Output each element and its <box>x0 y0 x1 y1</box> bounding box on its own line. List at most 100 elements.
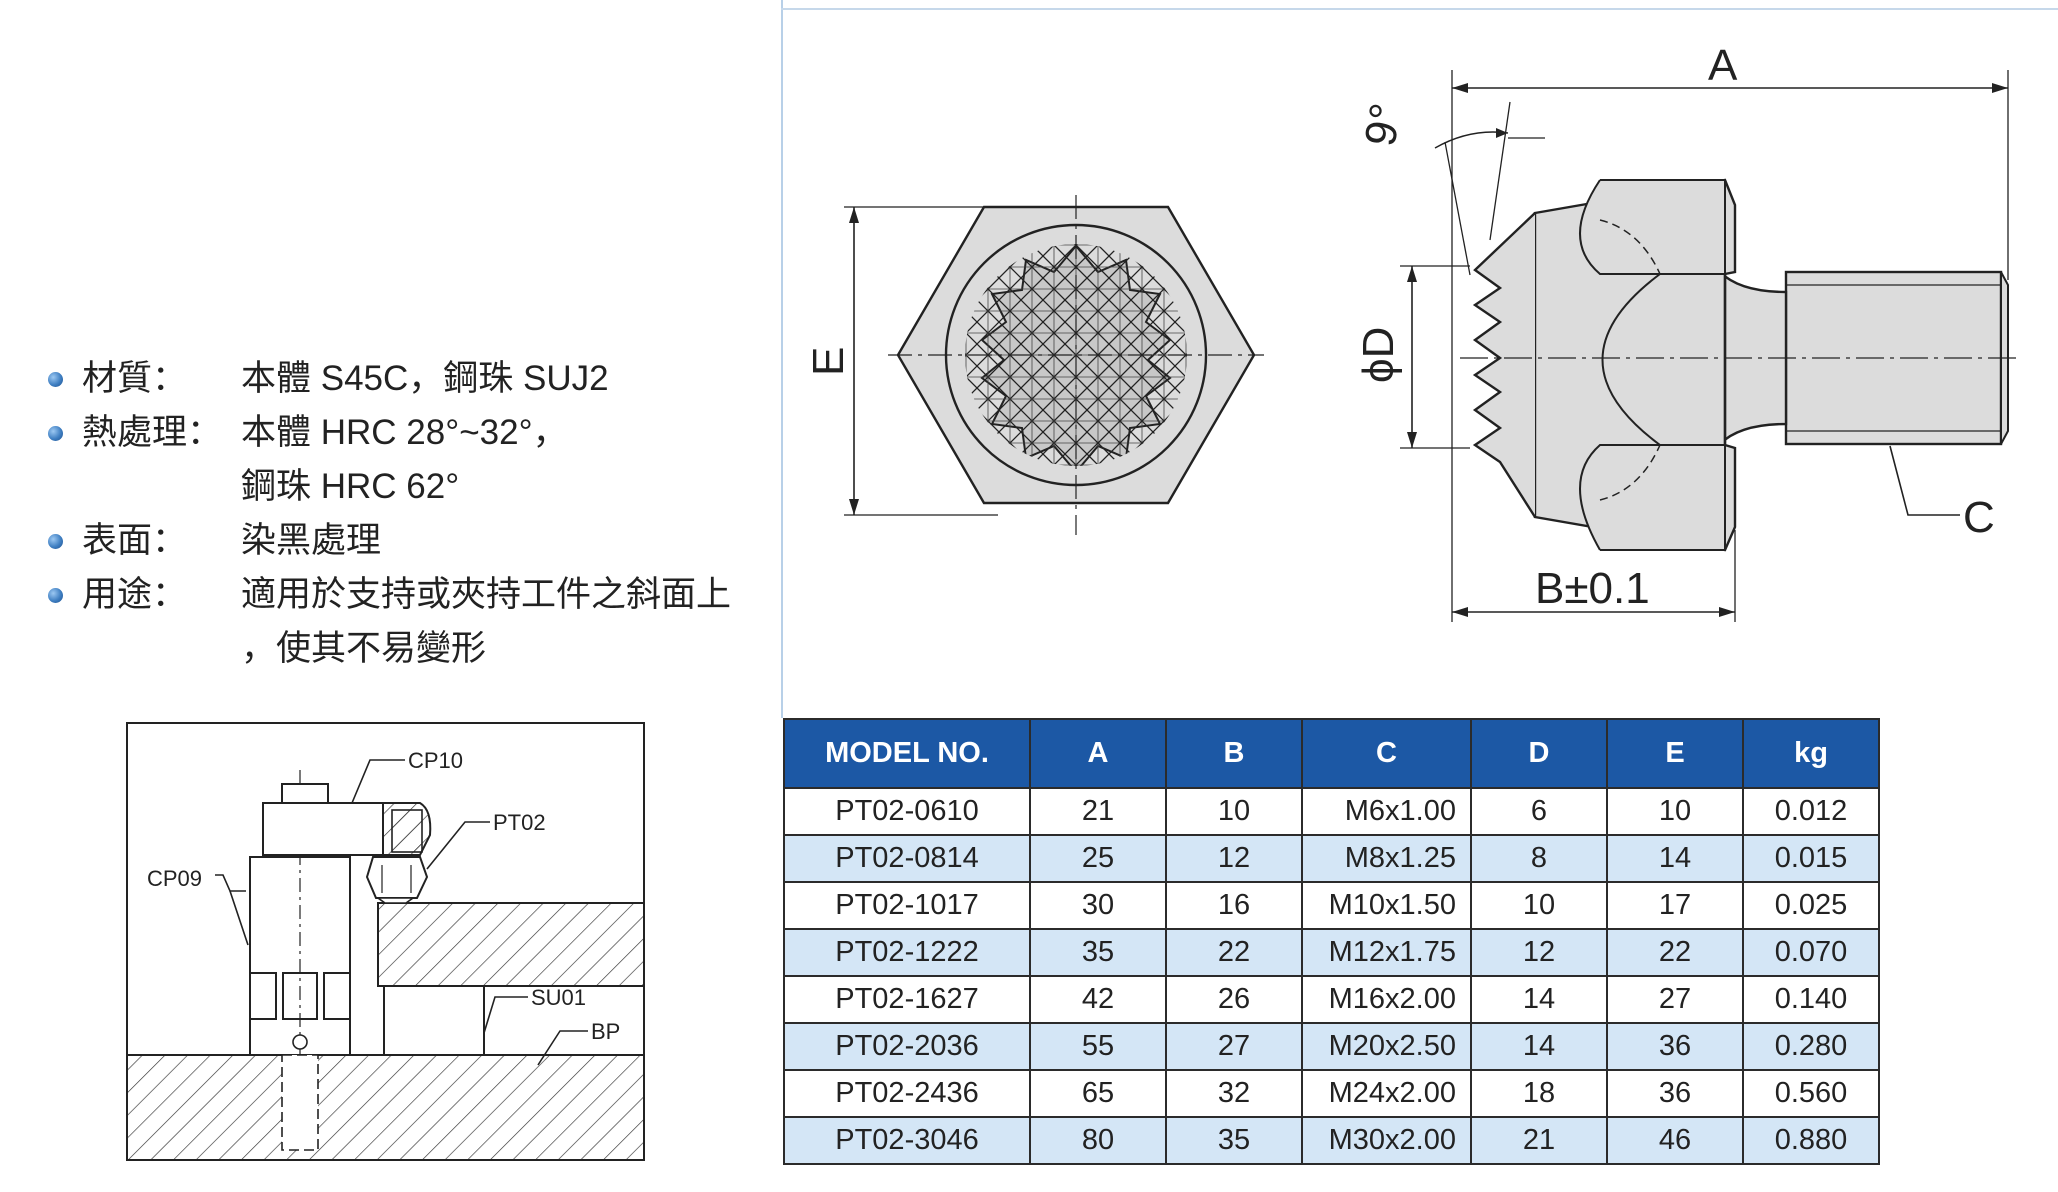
cell-c: M16x2.00 <box>1301 975 1472 1024</box>
spec-usage-cont: ，使其不易變形 <box>48 622 768 676</box>
bullet-icon <box>48 588 63 603</box>
cell-a: 30 <box>1029 881 1167 930</box>
cell-d: 8 <box>1470 834 1608 883</box>
cell-kg: 0.025 <box>1742 881 1880 930</box>
cell-model: PT02-1627 <box>783 975 1031 1024</box>
spec-surface: 表面： 染黑處理 <box>48 514 768 568</box>
cell-model: PT02-1222 <box>783 928 1031 977</box>
cell-c: M8x1.25 <box>1301 834 1472 883</box>
cell-c: M24x2.00 <box>1301 1069 1472 1118</box>
cell-d: 21 <box>1470 1116 1608 1165</box>
cell-a: 42 <box>1029 975 1167 1024</box>
cell-e: 27 <box>1606 975 1744 1024</box>
cell-b: 12 <box>1165 834 1303 883</box>
cell-a: 25 <box>1029 834 1167 883</box>
cell-c: M20x2.50 <box>1301 1022 1472 1071</box>
cell-b: 32 <box>1165 1069 1303 1118</box>
spec-label: 用途： <box>82 575 188 614</box>
dim-c-label: C <box>1963 493 1995 542</box>
header-b: B <box>1165 718 1303 789</box>
spec-continuation: 鋼珠 HRC 62° <box>241 467 460 506</box>
cell-a: 65 <box>1029 1069 1167 1118</box>
assembly-diagram: CP10 PT02 CP09 SU01 BP <box>126 722 645 1161</box>
header-kg: kg <box>1742 718 1880 789</box>
header-e: E <box>1606 718 1744 789</box>
cell-e: 17 <box>1606 881 1744 930</box>
cell-kg: 0.880 <box>1742 1116 1880 1165</box>
dim-a-label: A <box>1708 41 1738 90</box>
support-su01 <box>383 985 485 1056</box>
top-rule <box>781 8 2058 10</box>
cell-c: M10x1.50 <box>1301 881 1472 930</box>
cell-c: M12x1.75 <box>1301 928 1472 977</box>
bullet-icon <box>48 534 63 549</box>
cell-kg: 0.280 <box>1742 1022 1880 1071</box>
workpiece <box>377 902 645 987</box>
cell-kg: 0.070 <box>1742 928 1880 977</box>
dim-e-label: E <box>808 347 853 376</box>
cell-kg: 0.140 <box>1742 975 1880 1024</box>
serrated-tip <box>1472 212 1537 518</box>
cell-e: 46 <box>1606 1116 1744 1165</box>
cell-c: M30x2.00 <box>1301 1116 1472 1165</box>
cell-b: 27 <box>1165 1022 1303 1071</box>
cell-b: 26 <box>1165 975 1303 1024</box>
cell-e: 36 <box>1606 1022 1744 1071</box>
side-view: A 9° ϕD B±0.1 C <box>1354 41 2020 622</box>
spec-continuation: ，使其不易變形 <box>241 629 487 668</box>
cell-d: 14 <box>1470 975 1608 1024</box>
spec-value: 本體 HRC 28°~32°， <box>241 413 568 452</box>
cell-a: 80 <box>1029 1116 1167 1165</box>
spec-value: 適用於支持或夾持工件之斜面上 <box>241 575 732 614</box>
cell-d: 12 <box>1470 928 1608 977</box>
base-plate <box>126 1054 645 1161</box>
pivot-screw-pt02 <box>365 856 429 899</box>
label-cp09: CP09 <box>147 866 202 891</box>
cell-a: 55 <box>1029 1022 1167 1071</box>
spec-label: 材質： <box>82 359 188 398</box>
header-c: C <box>1301 718 1472 789</box>
clamp-arm-cp10 <box>262 802 384 856</box>
cell-model: PT02-3046 <box>783 1116 1031 1165</box>
cell-b: 35 <box>1165 1116 1303 1165</box>
cell-b: 16 <box>1165 881 1303 930</box>
cell-model: PT02-0610 <box>783 787 1031 836</box>
spec-heat-treatment: 熱處理： 本體 HRC 28°~32°， <box>48 406 768 460</box>
cell-d: 6 <box>1470 787 1608 836</box>
cell-b: 10 <box>1165 787 1303 836</box>
dim-d-label: ϕD <box>1354 327 1403 383</box>
header-d: D <box>1470 718 1608 789</box>
label-bp: BP <box>591 1019 620 1044</box>
spec-material: 材質： 本體 S45C，鋼珠 SUJ2 <box>48 352 768 406</box>
cell-d: 18 <box>1470 1069 1608 1118</box>
bullet-icon <box>48 372 63 387</box>
cell-c: M6x1.00 <box>1301 787 1472 836</box>
spec-heat-treatment-cont: 鋼珠 HRC 62° <box>48 460 768 514</box>
label-pt02: PT02 <box>493 810 546 835</box>
cell-a: 21 <box>1029 787 1167 836</box>
cell-model: PT02-2036 <box>783 1022 1031 1071</box>
label-su01: SU01 <box>531 985 586 1010</box>
panel-divider <box>781 0 783 718</box>
dim-b-label: B±0.1 <box>1535 564 1650 613</box>
spec-value: 本體 S45C，鋼珠 SUJ2 <box>241 359 609 398</box>
cell-b: 22 <box>1165 928 1303 977</box>
label-cp10: CP10 <box>408 748 463 773</box>
cell-d: 10 <box>1470 881 1608 930</box>
spec-list: 材質： 本體 S45C，鋼珠 SUJ2 熱處理： 本體 HRC 28°~32°，… <box>48 352 768 676</box>
cell-kg: 0.560 <box>1742 1069 1880 1118</box>
hex-front-view: E <box>808 195 1264 535</box>
spec-value: 染黑處理 <box>241 521 382 560</box>
dim-angle-label: 9° <box>1356 100 1412 150</box>
bullet-icon <box>48 426 63 441</box>
header-a: A <box>1029 718 1167 789</box>
cell-d: 14 <box>1470 1022 1608 1071</box>
cell-model: PT02-1017 <box>783 881 1031 930</box>
